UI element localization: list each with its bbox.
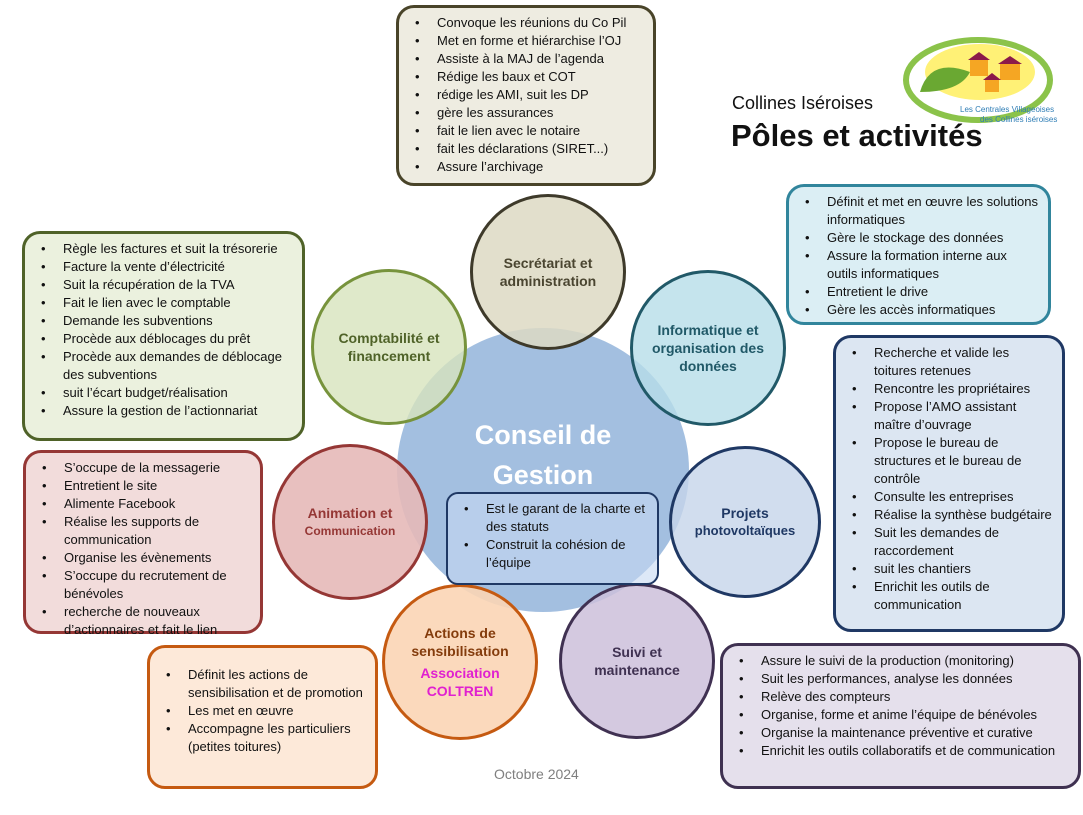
activity-item: suit l’écart budget/réalisation — [39, 384, 292, 402]
pole-label: Comptabilité et financement — [338, 330, 440, 364]
activity-item: Organise les évènements — [40, 549, 250, 567]
activity-item: Rédige les baux et COT — [413, 68, 643, 86]
activity-list: Définit et met en œuvre les solutions in… — [803, 193, 1038, 319]
activity-item: suit les chantiers — [850, 560, 1052, 578]
association-label: Association COLTREN — [420, 665, 500, 699]
pole-label: Actions de sensibilisation — [411, 625, 509, 659]
footer-date: Octobre 2024 — [494, 766, 579, 782]
activity-item: Rencontre les propriétaires — [850, 380, 1052, 398]
activity-item: Demande les subventions — [39, 312, 292, 330]
circle-informatique: Informatique et organisation des données — [630, 270, 786, 426]
activity-item: Recherche et valide les toitures retenue… — [850, 344, 1052, 380]
center-box: Est le garant de la charte et des statut… — [446, 492, 659, 585]
activity-item: Propose l’AMO assistant maître d’ouvrage — [850, 398, 1052, 434]
activity-item: Assure le suivi de la production (monito… — [737, 652, 1068, 670]
activity-list: Assure le suivi de la production (monito… — [737, 652, 1068, 760]
conseil-title-line: Gestion — [492, 460, 594, 490]
activity-item: Assure la gestion de l’actionnariat — [39, 402, 292, 420]
pole-label: Suivi et maintenance — [594, 644, 680, 678]
box-actions: Définit les actions de sensibilisation e… — [147, 645, 378, 789]
activity-item: Relève des compteurs — [737, 688, 1068, 706]
activity-item: Facture la vente d’électricité — [39, 258, 292, 276]
logo: Les Centrales Villageoises des Collines … — [903, 37, 1057, 124]
activity-item: Consulte les entreprises — [850, 488, 1052, 506]
activity-item: Réalise les supports de communication — [40, 513, 250, 549]
box-secretariat: Convoque les réunions du Co PilMet en fo… — [396, 5, 656, 186]
circle-projets: Projets photovoltaïques — [669, 446, 821, 598]
activity-item: Construit la cohésion de l’équipe — [462, 536, 647, 572]
pole-label: Animation et — [307, 505, 393, 521]
page-title: Pôles et activités — [731, 118, 983, 153]
header-subtitle: Collines Iséroises — [732, 93, 874, 113]
activity-item: Règle les factures et suit la trésorerie — [39, 240, 292, 258]
activity-item: Définit les actions de sensibilisation e… — [164, 666, 365, 702]
activity-item: Suit les demandes de raccordement — [850, 524, 1052, 560]
activity-item: Suit les performances, analyse les donné… — [737, 670, 1068, 688]
activity-item: Enrichit les outils collaboratifs et de … — [737, 742, 1068, 760]
activity-item: Assure la formation interne aux outils i… — [803, 247, 1038, 283]
activity-item: Est le garant de la charte et des statut… — [462, 500, 647, 536]
activity-item: fait le lien avec le notaire — [413, 122, 643, 140]
activity-list: Convoque les réunions du Co PilMet en fo… — [413, 14, 643, 176]
pole-label: Projets — [721, 505, 769, 521]
pole-label: Secrétariat et administration — [499, 255, 597, 289]
activity-item: gère les assurances — [413, 104, 643, 122]
activity-item: Convoque les réunions du Co Pil — [413, 14, 643, 32]
pole-label: Informatique et organisation des données — [651, 322, 765, 374]
box-informatique: Définit et met en œuvre les solutions in… — [786, 184, 1051, 325]
activity-item: Suit la récupération de la TVA — [39, 276, 292, 294]
activity-item: recherche de nouveaux d’actionnaires et … — [40, 603, 250, 639]
activity-item: Accompagne les particuliers (petites toi… — [164, 720, 365, 756]
activity-item: Alimente Facebook — [40, 495, 250, 513]
activity-item: Procède aux déblocages du prêt — [39, 330, 292, 348]
activity-list: Recherche et valide les toitures retenue… — [850, 344, 1052, 614]
box-animation: S’occupe de la messagerieEntretient le s… — [23, 450, 263, 637]
activity-item: S’occupe de la messagerie — [40, 459, 250, 477]
conseil-title: Conseil de Gestion — [440, 415, 646, 495]
conseil-title-line: Conseil de — [474, 420, 612, 450]
svg-text:des Collines iséroises: des Collines iséroises — [980, 115, 1057, 124]
activity-item: Les met en œuvre — [164, 702, 365, 720]
activity-list: Règle les factures et suit la trésorerie… — [39, 240, 292, 420]
circle-suivi: Suivi et maintenance — [559, 583, 715, 739]
box-suivi: Assure le suivi de la production (monito… — [720, 643, 1081, 789]
activity-list: Définit les actions de sensibilisation e… — [164, 666, 365, 756]
logo-text: Les Centrales Villageoises — [960, 105, 1054, 114]
activity-item: Entretient le drive — [803, 283, 1038, 301]
activity-item: Gère le stockage des données — [803, 229, 1038, 247]
activity-item: Définit et met en œuvre les solutions in… — [803, 193, 1038, 229]
activity-item: Propose le bureau de structures et le bu… — [850, 434, 1052, 488]
activity-item: Organise la maintenance préventive et cu… — [737, 724, 1068, 742]
activity-list: S’occupe de la messagerieEntretient le s… — [40, 459, 250, 639]
activity-item: Met en forme et hiérarchise l’OJ — [413, 32, 643, 50]
activity-list: Est le garant de la charte et des statut… — [462, 500, 647, 572]
activity-item: rédige les AMI, suit les DP — [413, 86, 643, 104]
activity-item: Gère les accès informatiques — [803, 301, 1038, 319]
circle-animation: Animation et Communication — [272, 444, 428, 600]
activity-item: Enrichit les outils de communication — [850, 578, 1052, 614]
circle-comptabilite: Comptabilité et financement — [311, 269, 467, 425]
activity-item: Réalise la synthèse budgétaire — [850, 506, 1052, 524]
activity-item: S’occupe du recrutement de bénévoles — [40, 567, 250, 603]
activity-item: fait les déclarations (SIRET...) — [413, 140, 643, 158]
activity-item: Assure l’archivage — [413, 158, 643, 176]
activity-item: Entretient le site — [40, 477, 250, 495]
pole-label: photovoltaïques — [694, 523, 796, 538]
box-projets: Recherche et valide les toitures retenue… — [833, 335, 1065, 632]
activity-item: Procède aux demandes de déblocage des su… — [39, 348, 292, 384]
activity-item: Organise, forme et anime l’équipe de bén… — [737, 706, 1068, 724]
pole-label: Communication — [304, 524, 396, 538]
circle-secretariat: Secrétariat et administration — [470, 194, 626, 350]
activity-item: Assiste à la MAJ de l’agenda — [413, 50, 643, 68]
activity-item: Fait le lien avec le comptable — [39, 294, 292, 312]
box-comptabilite: Règle les factures et suit la trésorerie… — [22, 231, 305, 441]
